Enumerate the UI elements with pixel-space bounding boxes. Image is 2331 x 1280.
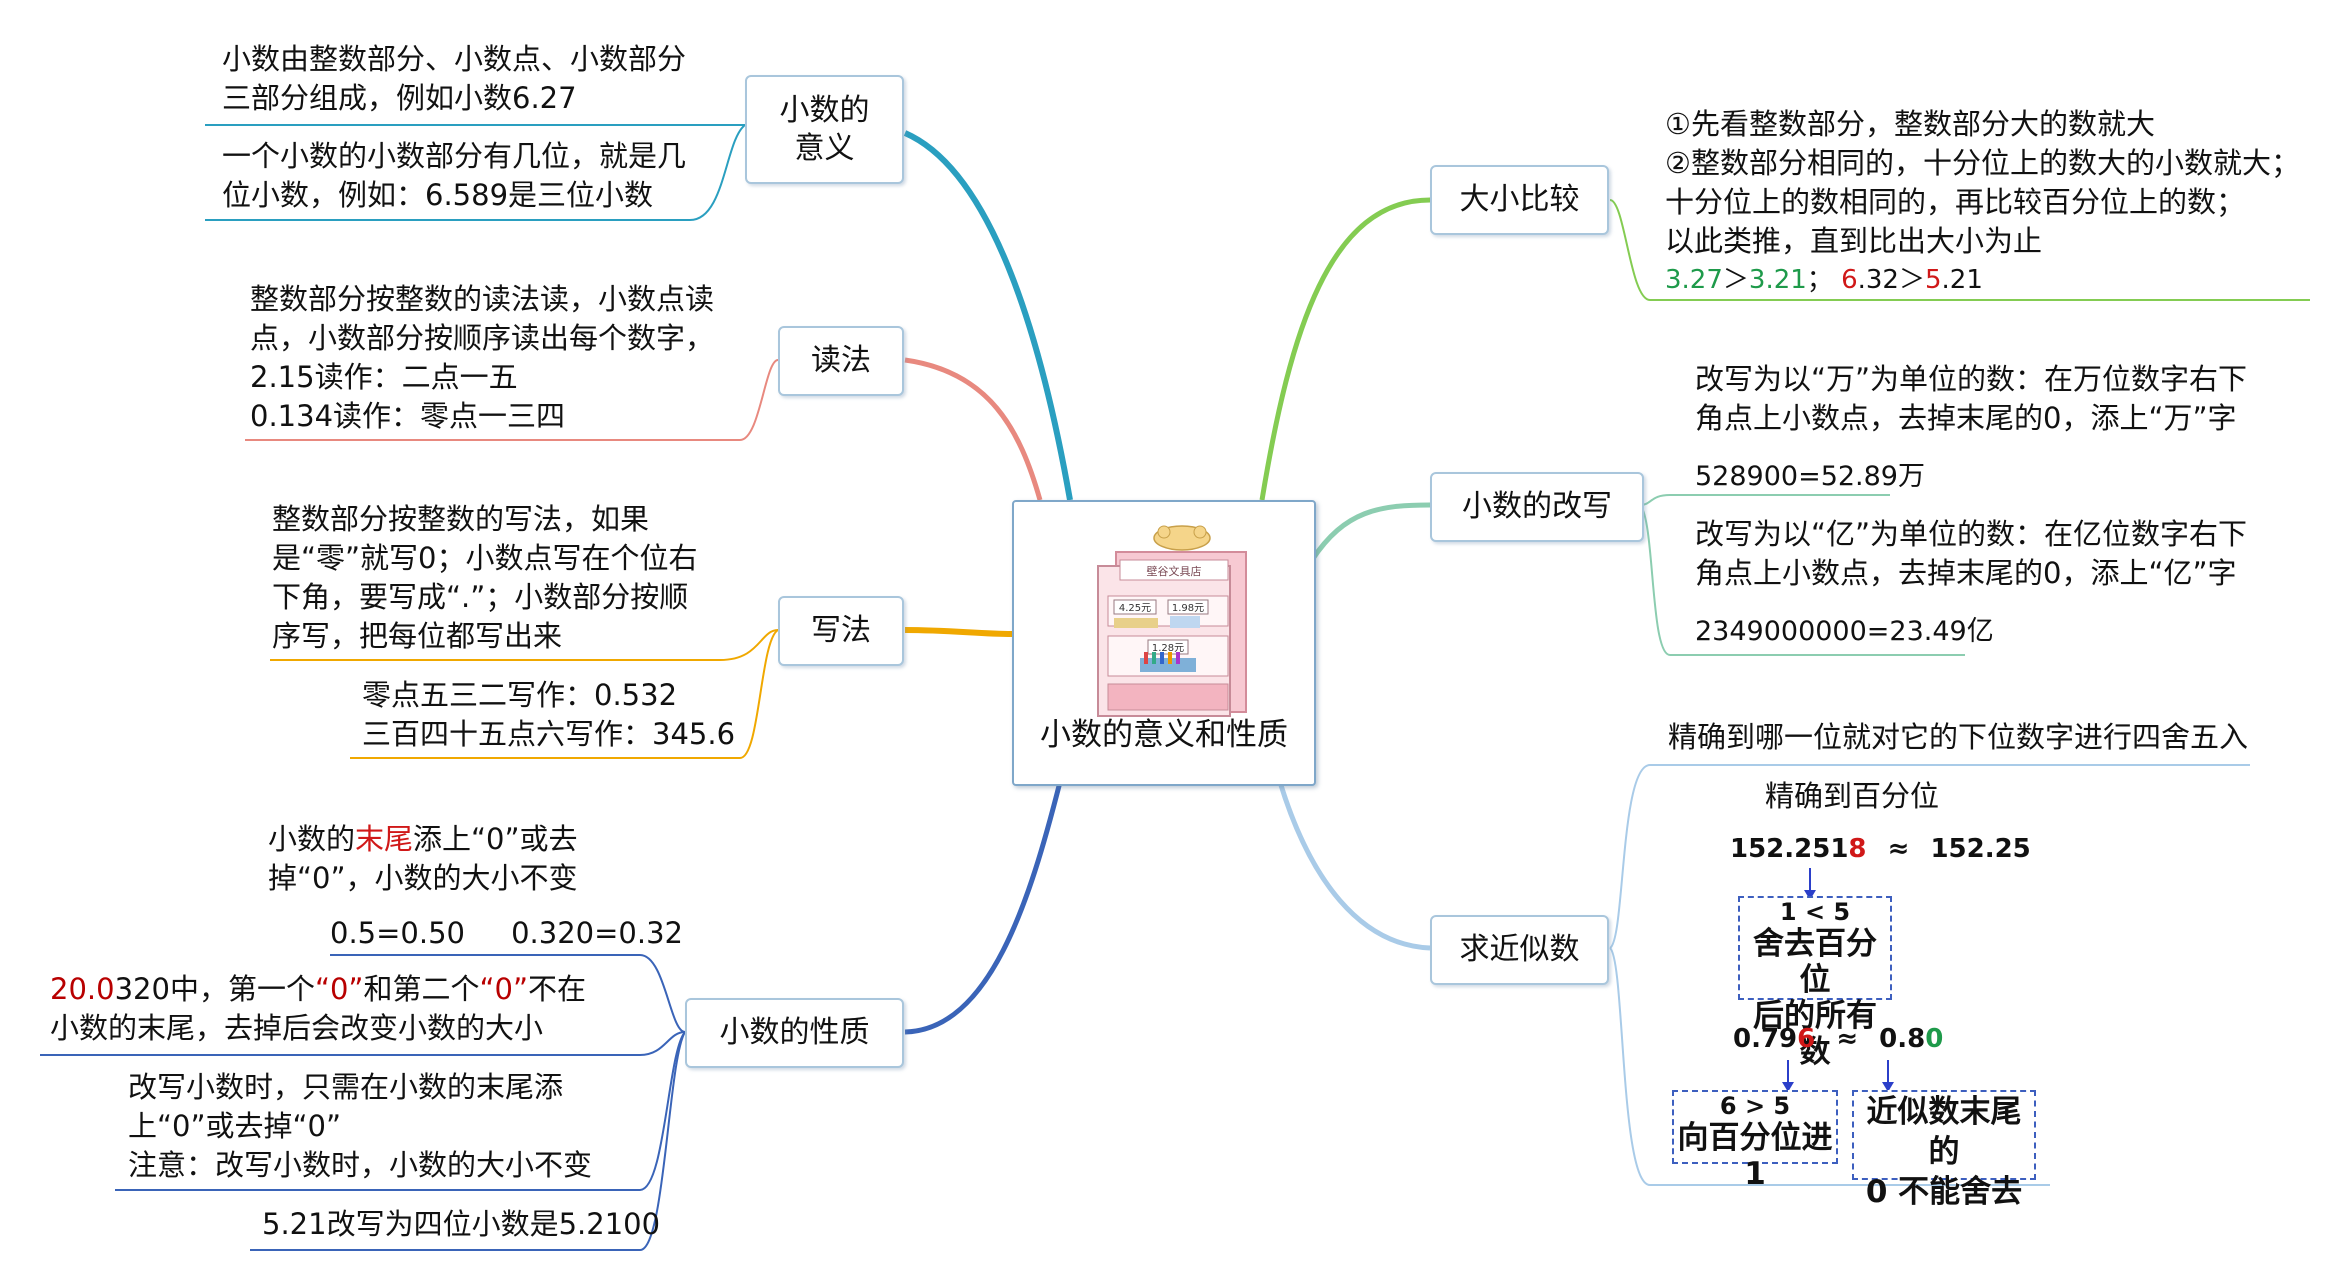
underline-rewrite-w [1639, 494, 1890, 506]
node-approx[interactable]: 求近似数 [1430, 915, 1609, 985]
approx-heading: 精确到百分位 [1765, 779, 1940, 813]
center-title: 小数的意义和性质 [1040, 717, 1288, 753]
svg-text:壁谷文具店: 壁谷文具店 [1147, 564, 1202, 578]
rewrite-wan-notes: 改写为以“万”为单位的数：在万位数字右下 角点上小数点，去掉末尾的0，添上“万”… [1695, 362, 2248, 435]
compare-notes: ①先看整数部分，整数部分大的数就大 ②整数部分相同的，十分位上的数大的小数就大；… [1665, 107, 2300, 295]
node-property[interactable]: 小数的性质 [685, 998, 904, 1068]
property-note-a: 小数的末尾添上“0”或去 掉“0”，小数的大小不变 [268, 822, 578, 895]
property-example-b: 0.5=0.50 0.320=0.32 [330, 916, 683, 950]
arrow-down-icon [1804, 890, 1816, 900]
branch-line-rewrite [1309, 502, 1431, 562]
property-note-e: 5.21改写为四位小数是5.2100 [262, 1207, 661, 1241]
underline-property-a [330, 954, 686, 1033]
branch-line-writing [904, 627, 1013, 637]
underline-writing-1 [270, 629, 779, 661]
node-writing[interactable]: 写法 [778, 596, 904, 666]
property-note-c: 20.0320中，第一个“0”和第二个“0”不在 小数的末尾，去掉后会改变小数的… [50, 972, 586, 1045]
rewrite-yi-example: 2349000000=23.49亿 [1695, 616, 1994, 647]
meaning-note-1: 小数由整数部分、小数点、小数部分 三部分组成，例如小数6.27 [222, 42, 687, 115]
approx-example-2: 0.796 ≈ 0.80 [1733, 1024, 1944, 1054]
stationery-shop-illustration: 壁谷文具店 4.25元 1.98元 1.28元 [1097, 525, 1247, 717]
approx-box-2: 6 > 5 向百分位进1 [1672, 1090, 1838, 1192]
underline-rewrite-y [1639, 504, 1965, 656]
approx-example-1: 152.2518 ≈ 152.25 [1730, 834, 2031, 864]
underline-compare [1609, 199, 2310, 301]
reading-notes: 整数部分按整数的读法读，小数点读 点，小数部分按顺序读出每个数字， 2.15读作… [250, 282, 715, 433]
node-rewrite[interactable]: 小数的改写 [1430, 472, 1644, 542]
meaning-note-2: 一个小数的小数部分有几位，就是几 位小数，例如：6.589是三位小数 [222, 139, 687, 212]
branch-line-property [904, 781, 1063, 1035]
underline-approx-bottom [1609, 947, 2050, 1186]
underline-meaning-2 [205, 124, 746, 221]
approx-rule: 精确到哪一位就对它的下位数字进行四舍五入 [1668, 720, 2249, 754]
node-reading[interactable]: 读法 [778, 326, 904, 396]
svg-text:1.98元: 1.98元 [1172, 603, 1204, 614]
underline-property-e [250, 1031, 686, 1251]
underline-property-d [115, 1031, 686, 1191]
node-meaning-label-l1: 小数的 [779, 92, 870, 128]
node-meaning-label-l2: 意义 [794, 130, 855, 166]
arrow-down-icon [1782, 1082, 1794, 1092]
underline-reading [245, 359, 779, 441]
writing-examples: 零点五三二写作：0.532 三百四十五点六写作：345.6 [362, 678, 736, 751]
svg-text:1.28元: 1.28元 [1152, 643, 1184, 654]
node-compare[interactable]: 大小比较 [1430, 165, 1609, 235]
rewrite-wan-example: 528900=52.89万 [1695, 461, 1925, 492]
branch-line-approx [1277, 781, 1431, 951]
rewrite-yi-notes: 改写为以“亿”为单位的数：在亿位数字右下 角点上小数点，去掉末尾的0，添上“亿”… [1695, 517, 2248, 590]
arrow-down-icon [1882, 1082, 1894, 1092]
property-note-d: 改写小数时，只需在小数的末尾添 上“0”或去掉“0” 注意：改写小数时，小数的大… [128, 1070, 593, 1182]
branch-line-compare [1259, 197, 1431, 501]
branch-line-reading [904, 357, 1043, 501]
underline-property-c [40, 1031, 686, 1056]
svg-text:4.25元: 4.25元 [1119, 603, 1151, 614]
underline-approx-rule [1609, 764, 2250, 949]
writing-notes: 整数部分按整数的写法，如果 是“零”就写0；小数点写在个位右 下角，要写成“.”… [272, 502, 698, 653]
underline-writing-2 [350, 629, 779, 759]
approx-box-3: 近似数末尾的 0 不能舍去 [1852, 1090, 2036, 1210]
branch-line-meaning [903, 130, 1073, 501]
node-meaning[interactable]: 小数的 意义 [745, 75, 904, 184]
approx-box-1: 1 < 5 舍去百分位 后的所有数 [1738, 896, 1892, 1070]
center-node: 壁谷文具店 4.25元 1.98元 1.28元 小数的意义和性质 [1012, 500, 1316, 786]
